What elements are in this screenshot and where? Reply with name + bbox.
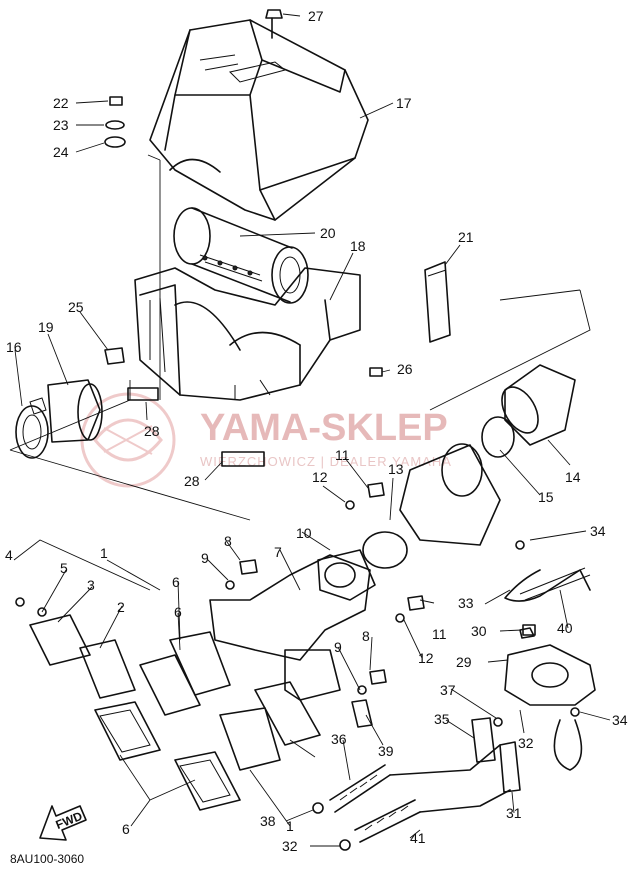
callout-28-upper: 28 (144, 423, 160, 439)
callout-30: 30 (471, 623, 487, 639)
callout-15: 15 (538, 489, 554, 505)
callout-5: 5 (60, 560, 68, 576)
callout-3: 3 (87, 577, 95, 593)
fwd-arrow: FWD (39, 805, 87, 841)
watermark-title: YAMA-SKLEP (200, 407, 448, 449)
callout-6-upper: 6 (172, 574, 180, 590)
reference-outline (9, 154, 591, 521)
callout-13: 13 (388, 461, 404, 477)
callout-22: 22 (53, 95, 69, 111)
callout-28-lower: 28 (184, 473, 200, 489)
callout-23: 23 (53, 117, 69, 133)
callout-25: 25 (68, 299, 84, 315)
intake-manifold (209, 549, 376, 701)
fasteners-mid (225, 482, 580, 728)
callout-9-upper: 9 (201, 550, 209, 566)
callout-34-upper: 34 (590, 523, 606, 539)
joint-left (15, 379, 103, 459)
callout-21: 21 (458, 229, 474, 245)
callout-12-upper: 12 (312, 469, 328, 485)
fwd-label: FWD (54, 809, 85, 832)
callout-6-lower: 6 (122, 821, 130, 837)
callout-26: 26 (397, 361, 413, 377)
callout-6-mid: 6 (174, 604, 182, 620)
callout-9-lower: 9 (334, 639, 342, 655)
callout-11-lower: 11 (432, 626, 447, 642)
callout-10: 10 (296, 525, 312, 541)
callout-29: 29 (456, 654, 472, 670)
callout-12-lower: 12 (418, 650, 434, 666)
callout-32-lower: 32 (282, 838, 298, 854)
callout-24: 24 (53, 144, 69, 160)
callout-33: 33 (458, 595, 474, 611)
callout-27: 27 (308, 8, 324, 24)
callout-38: 38 (260, 813, 276, 829)
callout-34-lower: 34 (612, 712, 628, 728)
oil-pump (471, 567, 596, 793)
callout-8-lower: 8 (362, 628, 370, 644)
callout-8-upper: 8 (224, 533, 232, 549)
callout-1-lower: 1 (286, 818, 294, 834)
reed-valves (15, 597, 321, 811)
callout-41: 41 (410, 830, 426, 846)
airbox-cover (149, 19, 369, 221)
callout-40: 40 (557, 620, 573, 636)
callout-36: 36 (331, 731, 347, 747)
callout-35: 35 (434, 711, 450, 727)
callout-37: 37 (440, 682, 456, 698)
callout-31: 31 (506, 805, 522, 821)
diagram-code: 8AU100-3060 (10, 852, 84, 866)
callout-32-upper: 32 (518, 735, 534, 751)
callout-20: 20 (320, 225, 336, 241)
airbox-case (134, 267, 361, 401)
callout-39: 39 (378, 743, 394, 759)
fasteners-top (104, 9, 383, 467)
callout-16: 16 (6, 339, 22, 355)
callout-17: 17 (396, 95, 412, 111)
callout-2: 2 (117, 599, 125, 615)
callout-7: 7 (274, 544, 282, 560)
filter-element (173, 207, 309, 304)
callout-labels: 27 22 17 23 24 20 21 18 25 19 16 26 28 1… (5, 8, 628, 854)
callout-18: 18 (350, 238, 366, 254)
duct-21 (424, 261, 451, 343)
callout-1-upper: 1 (100, 545, 108, 561)
joint-right (362, 364, 576, 569)
callout-19: 19 (38, 319, 54, 335)
leader-lines (13, 13, 611, 847)
callout-14: 14 (565, 469, 581, 485)
callout-11-upper: 11 (335, 447, 350, 463)
callout-4: 4 (5, 547, 13, 563)
lower-hoses (312, 744, 511, 851)
